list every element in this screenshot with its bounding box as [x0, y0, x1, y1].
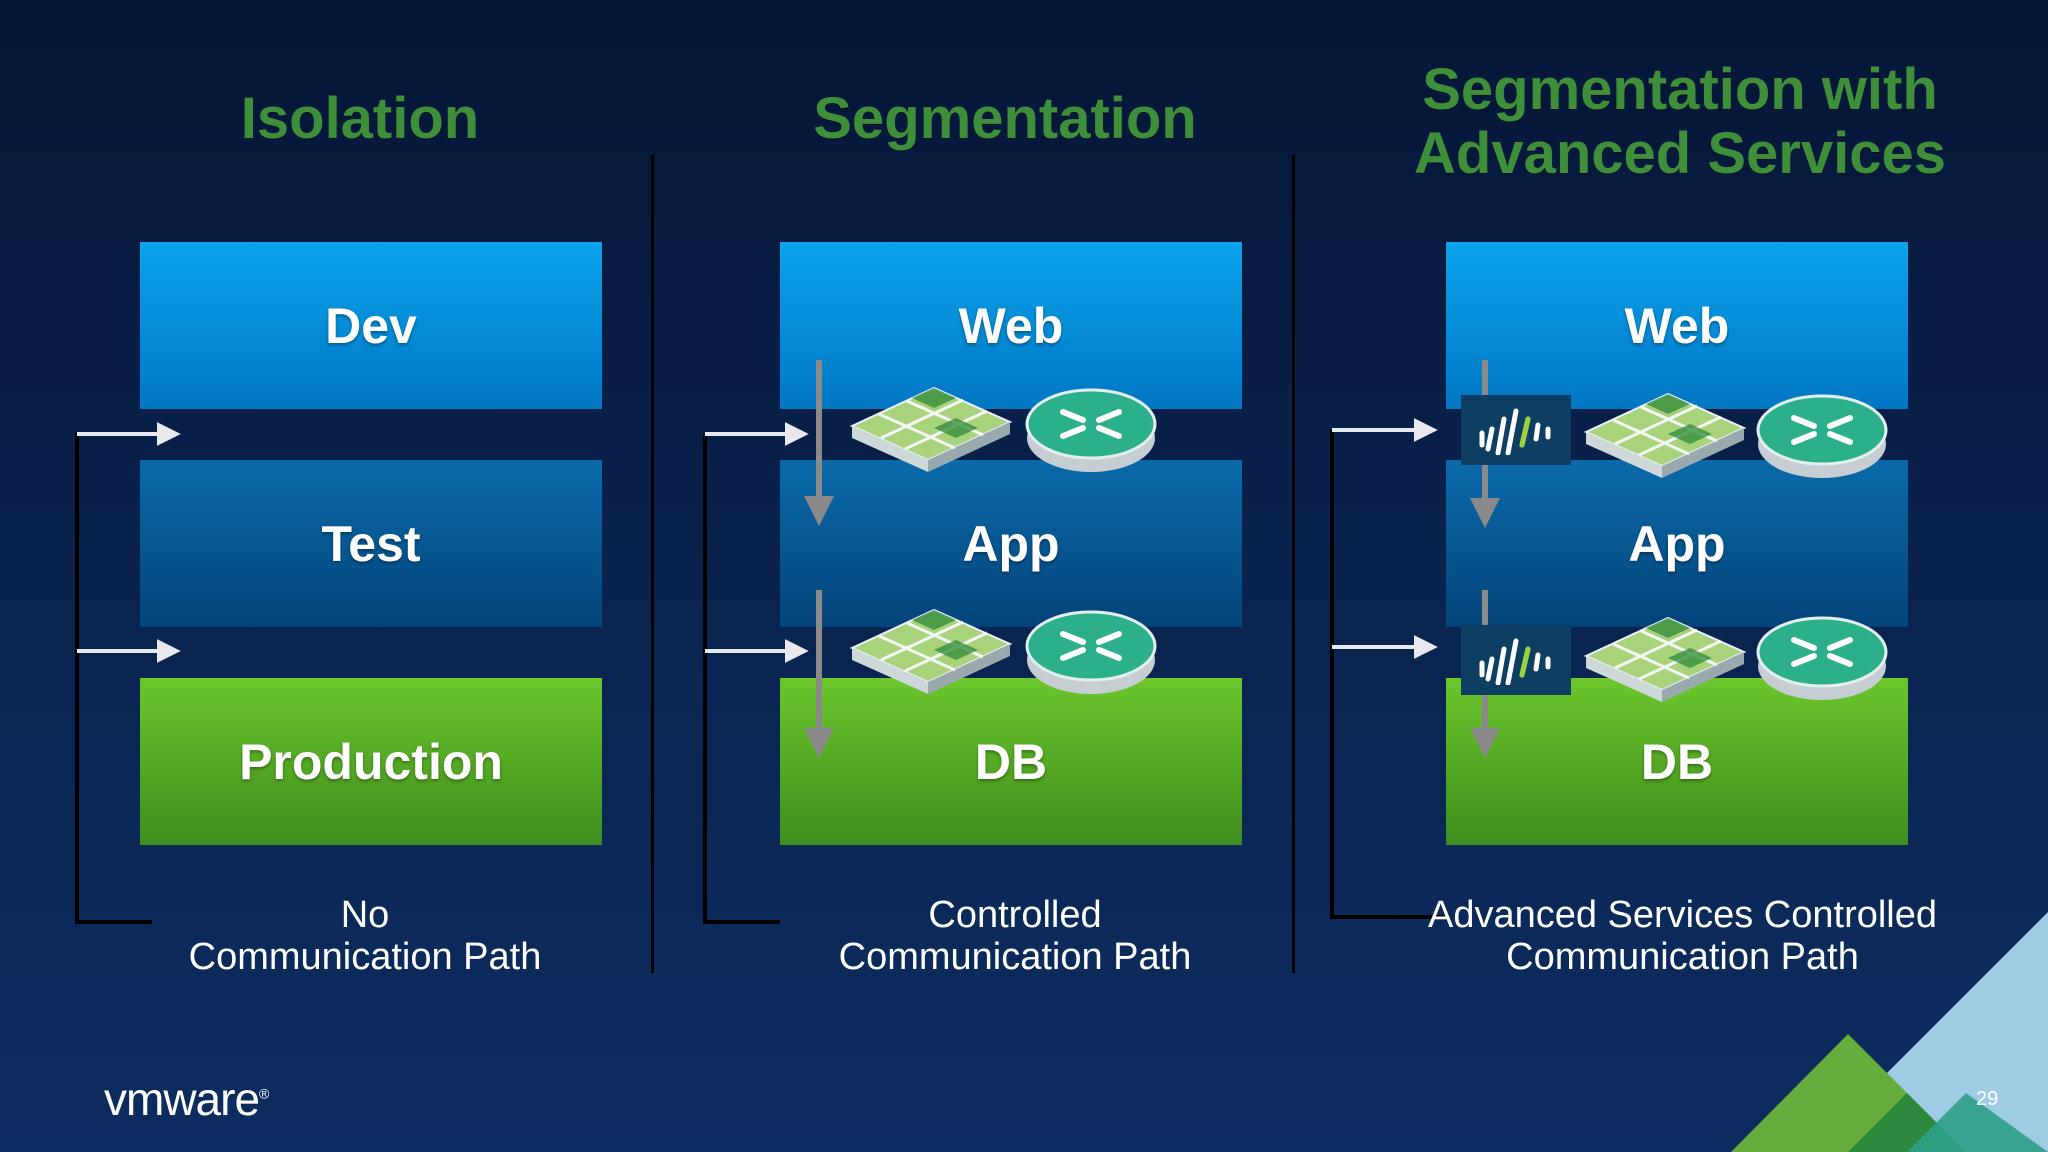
palo-alto-icon	[1461, 625, 1571, 695]
title-line: Advanced Services	[1414, 121, 1946, 186]
router-icon	[1025, 388, 1157, 472]
caption-line: Communication Path	[838, 936, 1192, 978]
title-line: Segmentation with	[1422, 57, 1938, 122]
caption-advanced-services: Advanced Services Controlled Communicati…	[1400, 894, 1965, 978]
firewall-icon	[1583, 392, 1747, 478]
title-line: Isolation	[240, 86, 480, 151]
registered-mark: ®	[259, 1085, 269, 1102]
tier-app: App	[1446, 460, 1908, 627]
caption-line: Communication Path	[188, 936, 542, 978]
tier-label: Dev	[325, 297, 417, 354]
tier-web: Web	[1446, 242, 1908, 409]
page-number: 29	[1976, 1088, 1999, 1110]
bracket-column-2	[703, 360, 834, 924]
tier-label: Web	[958, 297, 1064, 354]
caption-line: Controlled	[928, 894, 1102, 936]
column-title-advanced-services: Segmentation with Advanced Services	[1380, 58, 1980, 186]
tier-label: Test	[321, 515, 421, 572]
tier-label: Production	[239, 733, 503, 790]
router-icon	[1756, 616, 1888, 700]
column-divider	[651, 155, 654, 973]
tier-app: App	[780, 460, 1242, 627]
firewall-icon	[849, 608, 1013, 694]
caption-line: Advanced Services Controlled	[1427, 894, 1938, 936]
tier-label: App	[1628, 515, 1726, 572]
caption-line: No	[340, 894, 390, 936]
bracket-column-1	[75, 422, 181, 924]
caption-line: Communication Path	[1506, 936, 1859, 978]
caption-isolation: No Communication Path	[140, 894, 590, 978]
router-icon	[1025, 610, 1157, 694]
tier-web: Web	[780, 242, 1242, 409]
vmware-logo: vmware®	[104, 1072, 269, 1126]
router-icon	[1756, 394, 1888, 478]
advanced-service-glyph	[1479, 638, 1551, 685]
tier-production: Production	[140, 678, 602, 845]
tier-label: DB	[974, 733, 1048, 790]
tier-db: DB	[780, 678, 1242, 845]
tier-label: Web	[1624, 297, 1730, 354]
title-line: Segmentation	[813, 86, 1197, 151]
column-title-segmentation: Segmentation	[780, 87, 1230, 151]
column-title-isolation: Isolation	[140, 87, 580, 151]
firewall-icon	[849, 386, 1013, 472]
tier-dev: Dev	[140, 242, 602, 409]
palo-alto-icon	[1461, 395, 1571, 465]
tier-label: App	[962, 515, 1060, 572]
column-divider	[1292, 155, 1295, 973]
firewall-icon	[1583, 616, 1747, 702]
caption-segmentation: Controlled Communication Path	[790, 894, 1240, 978]
tier-db: DB	[1446, 678, 1908, 845]
advanced-service-glyph	[1479, 408, 1551, 455]
logo-text: vmware	[104, 1073, 260, 1125]
tier-test: Test	[140, 460, 602, 627]
tier-label: DB	[1640, 733, 1714, 790]
